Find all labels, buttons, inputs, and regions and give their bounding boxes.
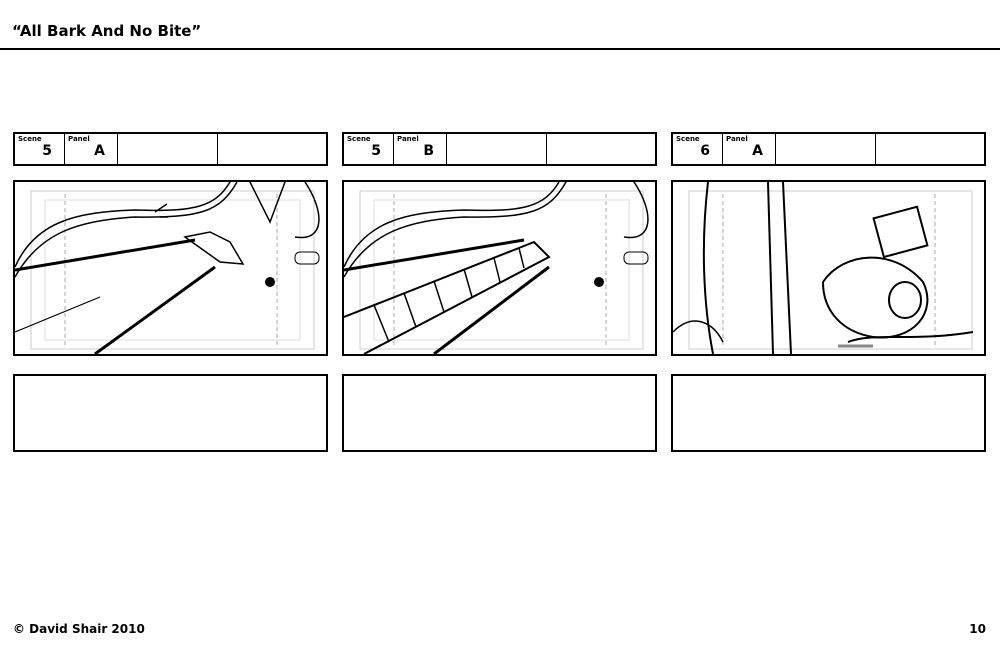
scene-label: Scene: [347, 135, 371, 143]
sketch-drawing: [673, 182, 974, 354]
page-title: “All Bark And No Bite”: [12, 22, 202, 40]
panel-sketch: [671, 180, 986, 356]
panel-label: Panel: [68, 135, 90, 143]
scene-label: Scene: [18, 135, 42, 143]
sketch-drawing: [344, 182, 649, 354]
copyright-text: © David Shair 2010: [13, 622, 145, 636]
scene-number: 5: [42, 143, 52, 159]
blank-cell: [776, 134, 876, 164]
blank-cell: [218, 134, 326, 164]
panel-label: Panel: [726, 135, 748, 143]
panel-letter: B: [423, 143, 434, 159]
blank-cell: [118, 134, 218, 164]
panel-notes-box: [13, 374, 328, 452]
panel-notes-box: [671, 374, 986, 452]
blank-cell: [876, 134, 984, 164]
scene-number: 6: [700, 143, 710, 159]
title-divider: [0, 48, 1000, 50]
page-number: 10: [969, 622, 986, 636]
blank-cell: [547, 134, 655, 164]
scene-number: 5: [371, 143, 381, 159]
panel-sketch: [342, 180, 657, 356]
sketch-drawing: [15, 182, 320, 354]
panel-letter: A: [752, 143, 763, 159]
panel-letter: A: [94, 143, 105, 159]
panel-label: Panel: [397, 135, 419, 143]
panel-notes-box: [342, 374, 657, 452]
panel-sketch: [13, 180, 328, 356]
scene-label: Scene: [676, 135, 700, 143]
blank-cell: [447, 134, 547, 164]
